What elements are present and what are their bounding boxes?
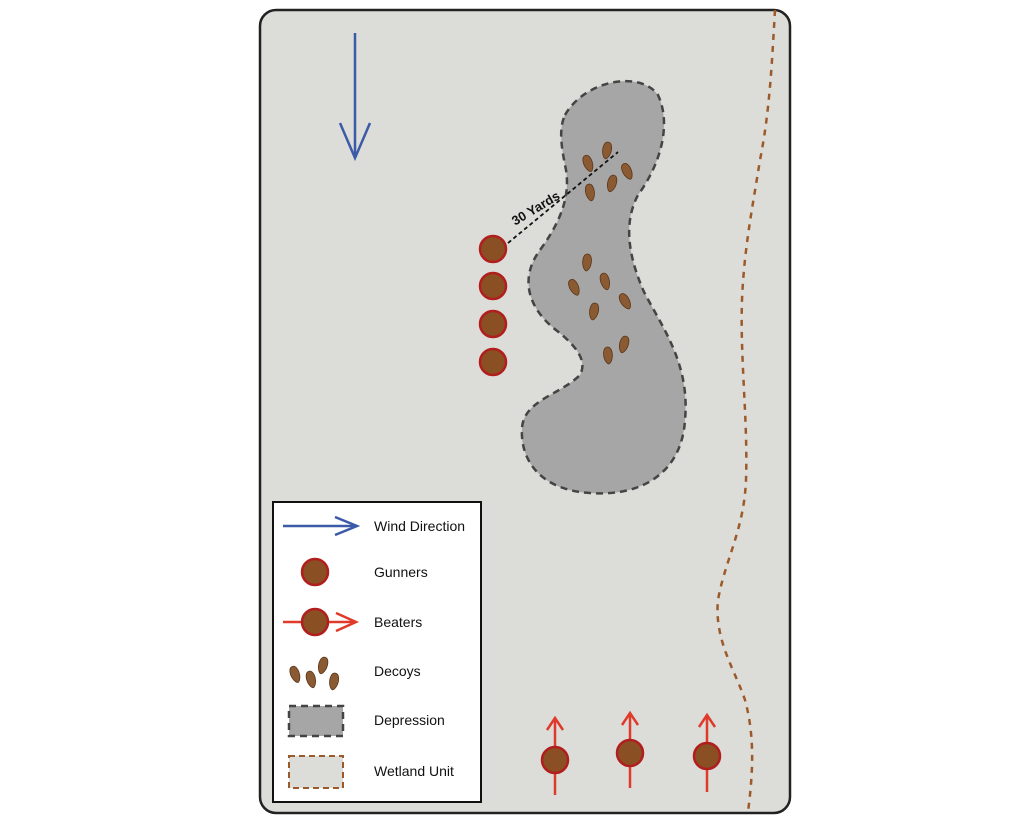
decoy — [589, 302, 600, 321]
legend-depression-icon — [287, 704, 345, 738]
wind-direction-arrow — [338, 33, 372, 162]
decoy — [618, 293, 631, 310]
gunner — [478, 309, 508, 339]
decoy — [582, 154, 594, 172]
decoy — [584, 183, 595, 202]
decoy — [568, 279, 580, 296]
legend-label-decoys: Decoys — [374, 663, 421, 679]
legend-beater-icon — [283, 607, 360, 637]
beater — [540, 715, 570, 795]
legend-label-wetland-unit: Wetland Unit — [374, 763, 454, 779]
beater — [692, 712, 722, 792]
decoys-group — [568, 141, 633, 365]
legend-label-wind-direction: Wind Direction — [374, 518, 465, 534]
decoy — [618, 335, 630, 354]
decoy — [582, 253, 592, 272]
legend-label-beaters: Beaters — [374, 614, 422, 630]
distance-line — [507, 151, 619, 244]
gunners-group — [478, 234, 508, 377]
decoy — [621, 163, 633, 180]
legend-wetland-unit-icon — [288, 755, 344, 789]
legend-label-depression: Depression — [374, 712, 445, 728]
gunner — [478, 271, 508, 301]
decoy — [602, 141, 613, 160]
gunner — [478, 234, 508, 264]
decoy — [599, 272, 611, 291]
decoy — [603, 346, 613, 365]
beaters-group — [540, 710, 722, 795]
legend-decoys-icon — [289, 656, 340, 691]
beater — [615, 710, 645, 788]
wetland-boundary-line — [716, 9, 777, 813]
decoy — [606, 174, 618, 193]
legend: Wind Direction Gunners Beaters Decoys De… — [272, 501, 482, 803]
legend-box — [272, 501, 482, 803]
legend-label-gunners: Gunners — [374, 564, 428, 580]
legend-wind-arrow-icon — [283, 515, 361, 537]
gunner — [478, 347, 508, 377]
legend-gunner-icon — [300, 557, 330, 587]
